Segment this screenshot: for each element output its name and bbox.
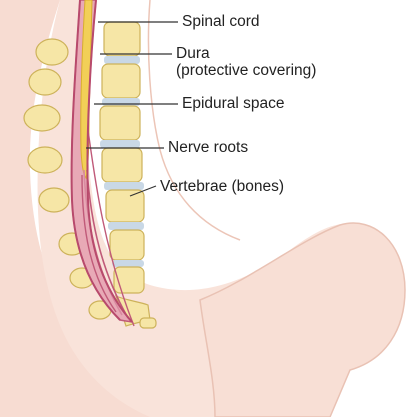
- label-nerve-roots-text: Nerve roots: [168, 139, 248, 156]
- label-epidural-space-text: Epidural space: [182, 95, 285, 112]
- intervertebral-disc: [112, 260, 144, 267]
- intervertebral-disc: [104, 182, 144, 190]
- vertebra: [39, 188, 69, 212]
- label-spinal-cord: Spinal cord: [182, 13, 260, 30]
- label-vertebrae: Vertebrae (bones): [160, 178, 284, 195]
- intervertebral-disc: [102, 98, 140, 106]
- vertebra: [110, 230, 144, 260]
- vertebra: [102, 64, 140, 98]
- label-nerve-roots: Nerve roots: [168, 139, 248, 156]
- label-dura: Dura (protective covering): [176, 45, 316, 79]
- label-epidural-space: Epidural space: [182, 95, 285, 112]
- vertebra: [29, 69, 61, 95]
- tailbone: [140, 318, 156, 328]
- vertebra: [102, 148, 142, 182]
- label-dura-line1: Dura: [176, 45, 316, 62]
- intervertebral-disc: [104, 56, 140, 64]
- vertebra: [104, 22, 140, 56]
- label-spinal-cord-text: Spinal cord: [182, 13, 260, 30]
- vertebra: [36, 39, 68, 65]
- vertebra: [24, 105, 60, 131]
- label-vertebrae-text: Vertebrae (bones): [160, 178, 284, 195]
- label-dura-line2: (protective covering): [176, 62, 316, 79]
- vertebra: [106, 190, 144, 222]
- intervertebral-disc: [108, 222, 144, 230]
- vertebra: [28, 147, 62, 173]
- intervertebral-disc: [100, 140, 140, 148]
- vertebra: [100, 106, 140, 140]
